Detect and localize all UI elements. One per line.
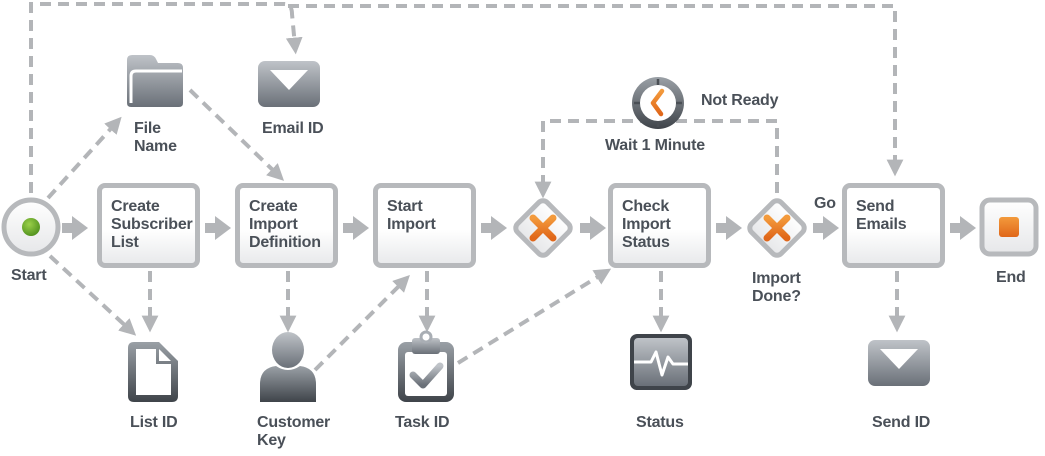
customer-key-label: Customer Key [257, 414, 331, 449]
folder-icon [127, 55, 183, 107]
end-label: End [996, 269, 1026, 286]
start-green-dot [22, 218, 40, 236]
task-create-import-definition[interactable]: Create Import Definition [235, 183, 338, 268]
status-label: Status [636, 414, 684, 431]
flow-go-to-send-emails [813, 216, 839, 240]
connector-top-to-send-emails [288, 4, 904, 177]
connector-start-to-email-id [29, 2, 303, 193]
connector-file-name-to-import-def [188, 88, 285, 181]
task-label: Create Subscriber List [111, 198, 193, 251]
flow-check-status-to-import-done [716, 216, 742, 240]
connector-start-to-list-id [48, 254, 137, 336]
document-icon [128, 342, 178, 402]
task-label: Start Import [387, 198, 436, 233]
sequence-flows [62, 216, 976, 240]
email-id-label: Email ID [262, 120, 324, 137]
end-stop-square [999, 217, 1019, 237]
file-name-label: File Name [134, 120, 177, 155]
flow-send-emails-to-end [950, 216, 976, 240]
merge-gateway[interactable] [513, 198, 573, 258]
end-event[interactable] [979, 197, 1039, 257]
start-label: Start [11, 267, 47, 284]
flow-import-def-to-start-import [343, 216, 369, 240]
start-event[interactable] [1, 197, 61, 257]
task-send-emails[interactable]: Send Emails [842, 183, 945, 268]
task-start-import[interactable]: Start Import [373, 183, 476, 268]
send-id-label: Send ID [872, 414, 931, 431]
flow-start-to-subscriber-list [62, 216, 88, 240]
timer-label: Wait 1 Minute [605, 137, 705, 154]
flow-subscriber-to-import-def [205, 216, 231, 240]
not-ready-label: Not Ready [701, 92, 779, 109]
clipboard-check-icon [398, 330, 454, 402]
envelope-icon [258, 61, 320, 107]
connector-task-id-to-check-status [456, 268, 612, 365]
envelope-icon [868, 340, 930, 386]
task-create-subscriber-list[interactable]: Create Subscriber List [97, 183, 200, 268]
flow-start-import-to-merge [481, 216, 507, 240]
task-id-label: Task ID [395, 414, 450, 431]
user-icon [260, 332, 316, 402]
import-done-label: Import Done? [752, 270, 801, 305]
task-label: Check Import Status [622, 198, 671, 251]
task-check-import-status[interactable]: Check Import Status [608, 183, 711, 268]
clock-icon[interactable] [632, 77, 684, 129]
gateway-x-icon [529, 214, 557, 242]
flow-merge-to-check-status [580, 216, 606, 240]
connector-customer-key-to-start-import [313, 275, 410, 372]
go-label: Go [814, 195, 836, 212]
task-label: Create Import Definition [249, 198, 321, 251]
import-done-gateway[interactable] [747, 198, 807, 258]
monitor-pulse-icon [630, 334, 692, 390]
task-label: Send Emails [856, 198, 907, 233]
list-id-label: List ID [130, 414, 178, 431]
gateway-x-icon [763, 214, 791, 242]
